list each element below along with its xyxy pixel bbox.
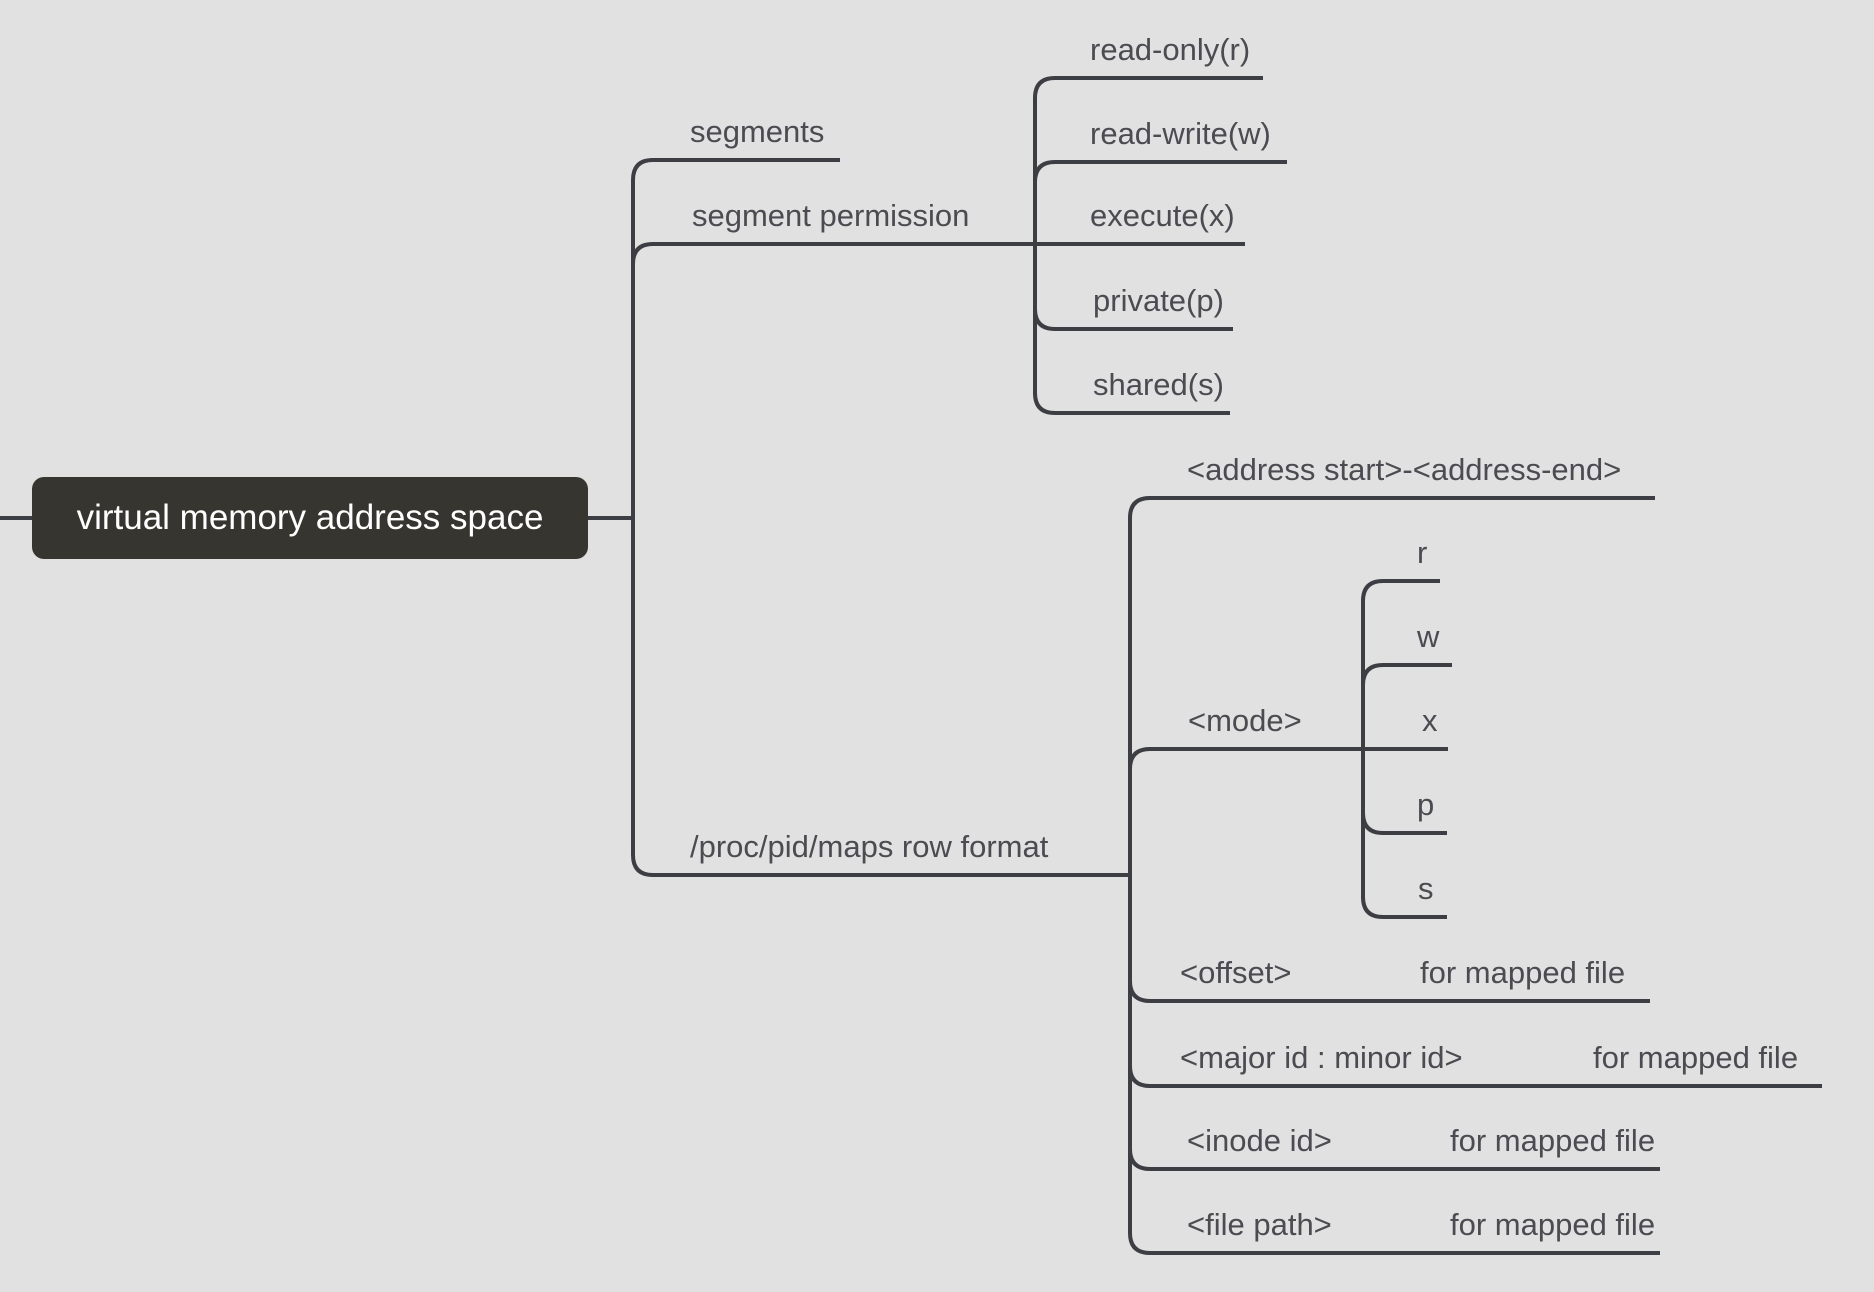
topic-read-write[interactable]: read-write(w) (1090, 116, 1271, 151)
topic-mode-w[interactable]: w (1417, 619, 1440, 654)
topic-offset[interactable]: <offset> (1180, 955, 1292, 990)
topic-inode-note[interactable]: for mapped file (1450, 1123, 1656, 1158)
connector-permission-children-bracket (1033, 76, 1263, 415)
topic-mode-s[interactable]: s (1418, 871, 1434, 906)
topic-major-minor-note[interactable]: for mapped file (1593, 1040, 1799, 1075)
connector-inode (1128, 1148, 1660, 1171)
topic-mode-p[interactable]: p (1417, 787, 1435, 822)
topic-segments[interactable]: segments (690, 114, 825, 149)
connector-mode-w (1361, 663, 1452, 686)
connector-read-write (1033, 160, 1287, 183)
topic-major-minor[interactable]: <major id : minor id> (1180, 1040, 1463, 1075)
topic-file-path-note[interactable]: for mapped file (1450, 1207, 1656, 1242)
topic-maps-row-format[interactable]: /proc/pid/maps row format (690, 829, 1049, 864)
topic-mode-r[interactable]: r (1417, 535, 1428, 570)
topic-shared[interactable]: shared(s) (1093, 367, 1224, 402)
connector-mode-children-bracket (1361, 579, 1447, 919)
topic-file-path[interactable]: <file path> (1187, 1207, 1332, 1242)
root-topic[interactable]: virtual memory address space (32, 477, 588, 559)
topic-read-only[interactable]: read-only(r) (1090, 32, 1251, 67)
topic-private[interactable]: private(p) (1093, 283, 1224, 318)
root-topic-label: virtual memory address space (76, 498, 544, 537)
connector-major-minor (1128, 1065, 1822, 1088)
topic-mode-x[interactable]: x (1422, 703, 1438, 738)
connector-offset (1128, 980, 1650, 1003)
topic-mode[interactable]: <mode> (1188, 703, 1302, 738)
connector-root-children-bracket (631, 158, 1130, 877)
connector-mode (1128, 747, 1448, 770)
connector-segment-permission (631, 242, 1245, 265)
connector-private (1033, 308, 1233, 331)
connector-maps-children-bracket (1128, 496, 1660, 1255)
connector-mode-p (1361, 812, 1447, 835)
topic-offset-note[interactable]: for mapped file (1420, 955, 1626, 990)
topic-inode[interactable]: <inode id> (1187, 1123, 1332, 1158)
topic-segment-permission[interactable]: segment permission (692, 198, 970, 233)
topic-execute[interactable]: execute(x) (1090, 198, 1235, 233)
topic-address-range[interactable]: <address start>-<address-end> (1187, 452, 1622, 487)
